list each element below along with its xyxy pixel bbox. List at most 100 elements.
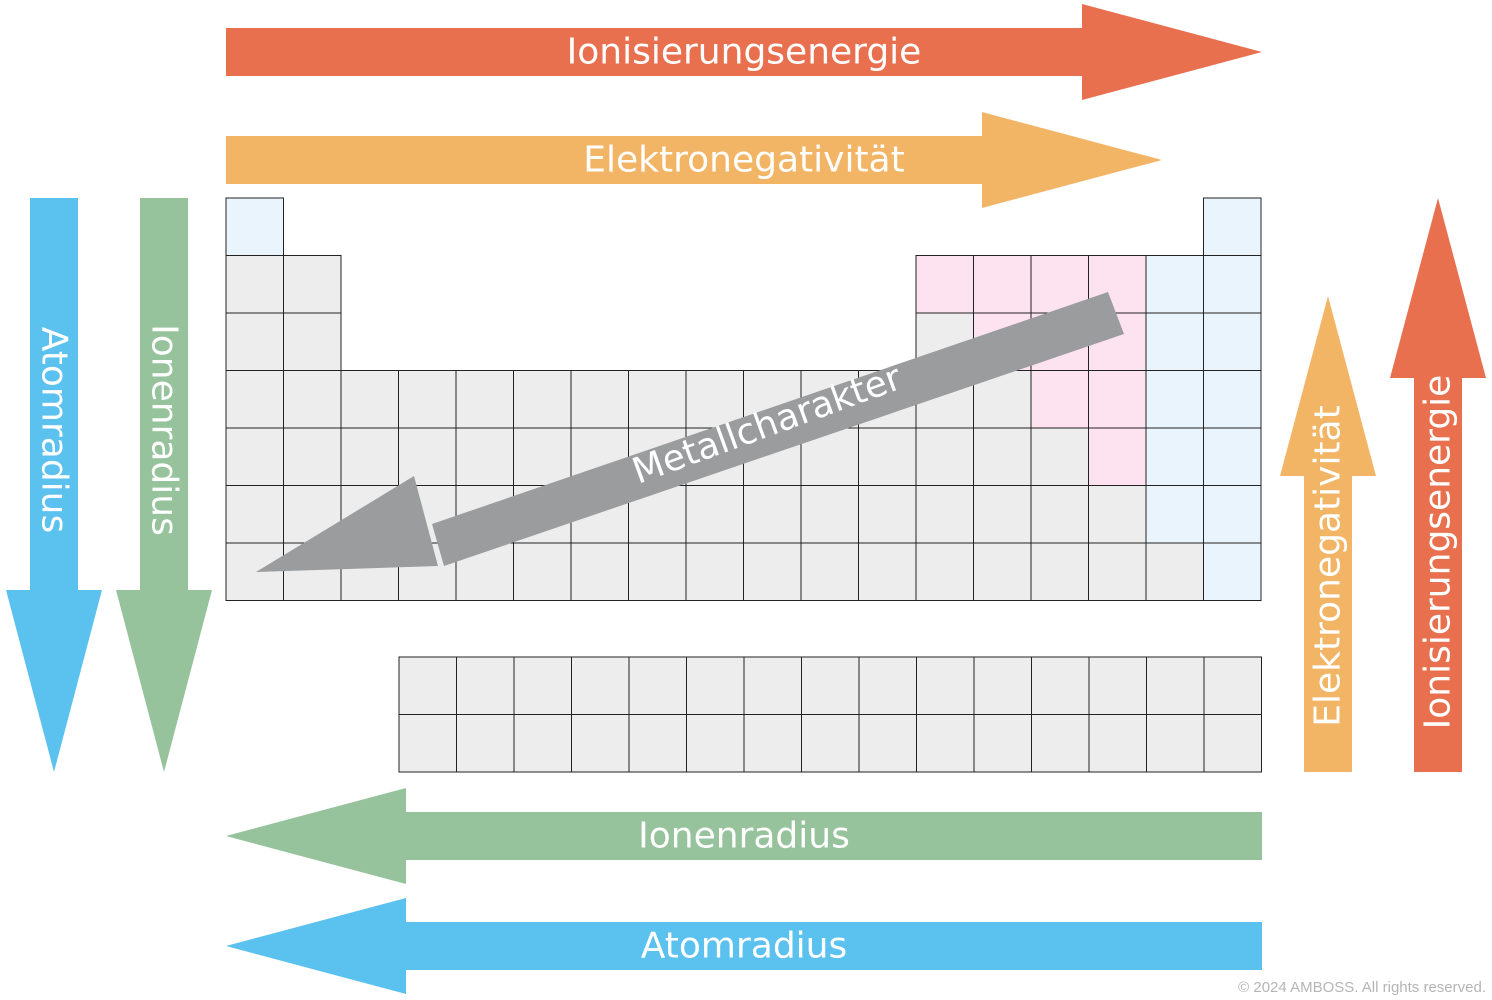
element-cell — [1088, 427, 1147, 486]
arrow-left-atomic-radius-label: Atomradius — [34, 327, 75, 534]
copyright-notice: © 2024 AMBOSS. All rights reserved. — [1238, 979, 1486, 996]
element-cell — [915, 485, 974, 544]
f-block-cell — [513, 714, 572, 773]
periodic-table-f-block — [398, 656, 1262, 773]
element-cell — [628, 542, 687, 601]
arrow-metal-character-body — [432, 292, 1124, 566]
f-block-cell — [1031, 714, 1090, 773]
element-cell — [225, 197, 284, 256]
element-cell — [1088, 370, 1147, 429]
element-cell — [973, 427, 1032, 486]
element-cell — [225, 485, 284, 544]
element-cell — [1203, 197, 1262, 256]
arrow-bottom-ionic-radius-label: Ionenradius — [638, 816, 850, 857]
element-cell — [1203, 255, 1262, 314]
element-cell — [685, 542, 744, 601]
element-cell — [225, 370, 284, 429]
element-cell — [1145, 427, 1204, 486]
element-cell — [1030, 370, 1089, 429]
element-cell — [1088, 485, 1147, 544]
arrow-right-ionization: Ionisierungsenergie — [1390, 198, 1486, 772]
f-block-cell — [398, 656, 457, 715]
f-block-cell — [916, 714, 975, 773]
arrow-top-electronegativity-label: Elektronegativität — [583, 140, 905, 181]
element-cell — [283, 312, 342, 371]
element-cell — [915, 255, 974, 314]
element-cell — [858, 427, 917, 486]
f-block-cell — [858, 656, 917, 715]
element-cell — [1030, 427, 1089, 486]
element-cell — [283, 255, 342, 314]
element-cell — [915, 427, 974, 486]
element-cell — [225, 312, 284, 371]
element-cell — [1030, 542, 1089, 601]
element-cell — [1145, 312, 1204, 371]
element-cell — [800, 542, 859, 601]
f-block-cell — [628, 714, 687, 773]
f-block-cell — [456, 656, 515, 715]
element-cell — [1203, 542, 1262, 601]
arrow-bottom-atomic-radius-label: Atomradius — [641, 926, 848, 967]
element-cell — [1203, 370, 1262, 429]
f-block-cell — [1088, 714, 1147, 773]
f-block-cell — [628, 656, 687, 715]
arrow-left-atomic-radius: Atomradius — [6, 198, 102, 772]
f-block-cell — [743, 656, 802, 715]
arrow-bottom-atomic-radius: Atomradius — [226, 898, 1262, 994]
element-cell — [455, 427, 514, 486]
element-cell — [1145, 542, 1204, 601]
arrow-top-electronegativity-shape — [226, 112, 1162, 208]
arrow-bottom-ionic-radius-shape — [226, 788, 1262, 884]
f-block-cell — [571, 656, 630, 715]
element-cell — [283, 370, 342, 429]
element-cell — [1203, 427, 1262, 486]
element-cell — [685, 485, 744, 544]
f-block-cell — [456, 714, 515, 773]
element-cell — [1030, 485, 1089, 544]
arrow-top-ionization-shape — [226, 4, 1262, 100]
element-cell — [800, 485, 859, 544]
element-cell — [513, 370, 572, 429]
element-cell — [455, 370, 514, 429]
element-cell — [225, 427, 284, 486]
arrow-right-electronegativity: Elektronegativität — [1280, 296, 1376, 772]
arrow-bottom-atomic-radius-shape — [226, 898, 1262, 994]
element-cell — [570, 542, 629, 601]
element-cell — [513, 427, 572, 486]
element-cell — [685, 370, 744, 429]
element-cell — [570, 370, 629, 429]
element-cell — [973, 255, 1032, 314]
element-cell — [1088, 542, 1147, 601]
element-cell — [858, 485, 917, 544]
element-cell — [1203, 485, 1262, 544]
f-block-cell — [801, 714, 860, 773]
element-cell — [340, 370, 399, 429]
f-block-cell — [1146, 656, 1205, 715]
arrow-top-ionization-label: Ionisierungsenergie — [567, 32, 922, 73]
element-cell — [1145, 255, 1204, 314]
arrow-bottom-ionic-radius: Ionenradius — [226, 788, 1262, 884]
arrow-right-ionization-shape — [1390, 198, 1486, 772]
f-block-cell — [916, 656, 975, 715]
arrow-left-ionic-radius-label: Ionenradius — [144, 324, 185, 536]
element-cell — [513, 542, 572, 601]
f-block-cell — [858, 714, 917, 773]
arrow-metal-character-shape — [256, 316, 1123, 572]
arrow-left-ionic-radius: Ionenradius — [116, 198, 212, 772]
f-block-cell — [513, 656, 572, 715]
f-block-cell — [1031, 656, 1090, 715]
arrow-right-electronegativity-shape — [1280, 296, 1376, 772]
f-block-cell — [686, 656, 745, 715]
element-cell — [743, 542, 802, 601]
arrow-top-ionization: Ionisierungsenergie — [226, 4, 1262, 100]
f-block-cell — [686, 714, 745, 773]
element-cell — [340, 427, 399, 486]
f-block-cell — [1203, 714, 1262, 773]
f-block-cell — [398, 714, 457, 773]
element-cell — [915, 542, 974, 601]
element-cell — [743, 485, 802, 544]
arrow-left-ionic-radius-shape — [116, 198, 212, 772]
element-cell — [225, 542, 284, 601]
